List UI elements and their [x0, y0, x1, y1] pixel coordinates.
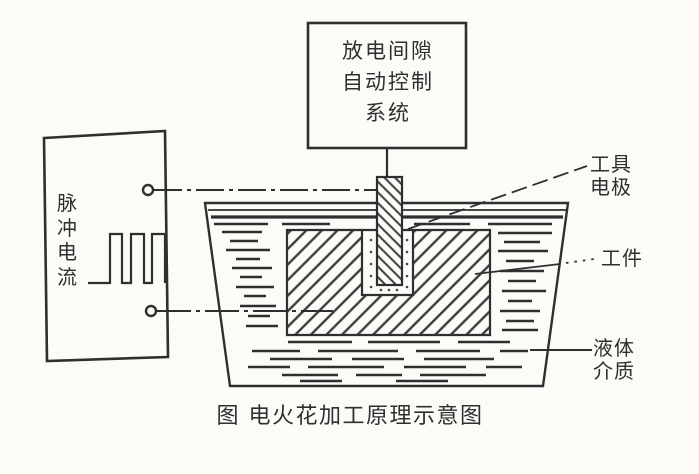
control-box-line3: 系统 — [365, 101, 411, 125]
control-box-line1: 放电间隙 — [342, 39, 434, 63]
electrode-shape — [375, 175, 404, 287]
liquid-dashes — [214, 222, 552, 383]
control-box-line2: 自动控制 — [342, 70, 434, 94]
pulse-source-box-outline — [42, 129, 170, 363]
pulse-waveform — [88, 232, 167, 285]
control-box-label: 放电间隙 自动控制 系统 — [310, 36, 466, 129]
spark-gap-dots — [369, 238, 409, 292]
figure-caption: 图 电火花加工原理示意图 — [216, 404, 484, 429]
terminal-lower — [144, 304, 158, 318]
pulse-source-label: 脉冲电流 — [57, 191, 77, 289]
terminal-upper — [141, 183, 155, 197]
liquid-medium-label: 液体介质 — [593, 336, 635, 383]
workpiece-label: 工件 — [601, 246, 643, 270]
tool-electrode-label: 工具电极 — [590, 152, 632, 199]
leader-workpiece — [474, 258, 595, 275]
leader-tool-electrode — [407, 165, 588, 230]
tank-outline — [203, 201, 570, 388]
